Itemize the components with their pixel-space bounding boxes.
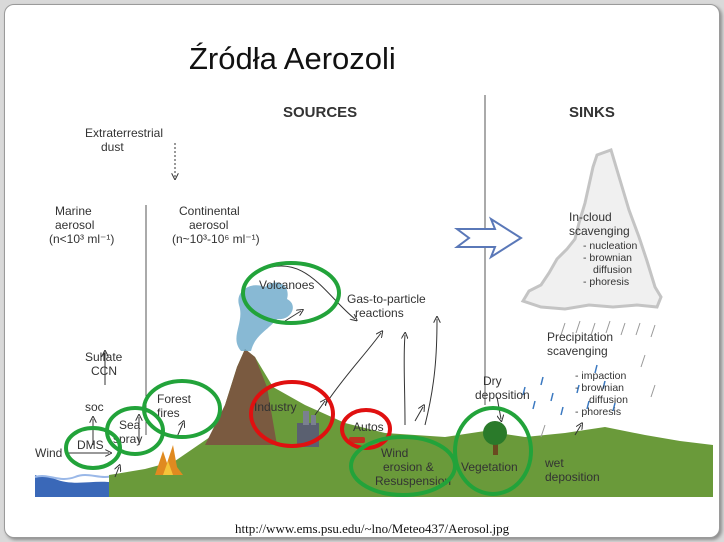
sea	[35, 475, 115, 497]
label-marine-aerosol: Marine	[55, 204, 92, 218]
svg-text:(n~10³-10⁶ ml⁻¹): (n~10³-10⁶ ml⁻¹)	[172, 232, 260, 246]
labels: Extraterrestrial dust Marine aerosol (n<…	[35, 126, 637, 488]
svg-text:- phoresis: - phoresis	[575, 406, 621, 418]
svg-text:- brownian: - brownian	[575, 382, 624, 394]
svg-text:- brownian: - brownian	[583, 252, 632, 264]
slide: Źródła Aerozoli SOURCES SINKS	[4, 4, 720, 538]
label-wind: Wind	[35, 446, 62, 460]
highlight-circles	[64, 261, 533, 497]
circle-industry	[249, 380, 335, 448]
aerosol-diagram: SOURCES SINKS	[34, 95, 713, 497]
label-in-cloud: In-cloud	[569, 210, 612, 224]
svg-text:dust: dust	[101, 140, 124, 154]
svg-text:aerosol: aerosol	[189, 218, 228, 232]
svg-text:diffusion: diffusion	[593, 264, 632, 276]
volcano	[205, 349, 277, 445]
source-url: http://www.ems.psu.edu/~lno/Meteo437/Aer…	[235, 521, 510, 536]
car	[349, 437, 365, 443]
wave	[34, 474, 116, 480]
label-industry: Industry	[254, 400, 297, 414]
label-sulfate-ccn: Sulfate	[85, 350, 123, 364]
svg-text:- impaction: - impaction	[575, 370, 627, 382]
label-vegetation: Vegetation	[461, 460, 518, 474]
sources-header: SOURCES	[283, 104, 357, 121]
svg-text:aerosol: aerosol	[55, 218, 94, 232]
label-volcanoes: Volcanoes	[259, 278, 314, 292]
circle-dms	[64, 426, 122, 470]
label-dry-deposition: Dry	[483, 374, 502, 388]
label-extraterrestrial: Extraterrestrial	[85, 126, 163, 140]
slide-title: Źródła Aerozoli	[189, 41, 396, 76]
label-soc: soc	[85, 400, 104, 414]
svg-text:Resuspension: Resuspension	[375, 474, 451, 488]
svg-text:CCN: CCN	[91, 364, 117, 378]
svg-text:diffusion: diffusion	[589, 394, 628, 406]
svg-text:deposition: deposition	[545, 470, 600, 484]
circle-sea-spray	[105, 406, 165, 456]
hollow-arrow	[454, 216, 523, 260]
svg-text:scavenging: scavenging	[547, 344, 608, 358]
svg-text:scavenging: scavenging	[569, 224, 630, 238]
circle-wind-erosion	[349, 435, 457, 497]
label-wind-erosion: Wind	[381, 446, 408, 460]
svg-text:fires: fires	[157, 406, 180, 420]
circle-vegetation	[453, 406, 533, 496]
rain-streaks	[540, 320, 656, 438]
circle-volcanoes	[241, 261, 341, 325]
circle-forest-fires	[142, 379, 222, 439]
svg-text:erosion &: erosion &	[383, 460, 434, 474]
svg-text:- phoresis: - phoresis	[583, 276, 629, 288]
circle-autos	[340, 408, 392, 450]
svg-text:(n<10³ ml⁻¹): (n<10³ ml⁻¹)	[49, 232, 114, 246]
label-continental-aerosol: Continental	[179, 204, 240, 218]
rain	[522, 364, 616, 416]
svg-text:- nucleation: - nucleation	[583, 240, 637, 252]
sinks-header: SINKS	[569, 104, 615, 121]
label-autos: Autos	[353, 420, 384, 434]
svg-text:reactions: reactions	[355, 306, 404, 320]
label-dms: DMS	[77, 438, 104, 452]
label-wet-deposition: wet	[544, 456, 564, 470]
svg-text:deposition: deposition	[475, 388, 530, 402]
label-precipitation: Precipitation	[547, 330, 613, 344]
fire	[155, 445, 183, 475]
tree-trunk	[493, 439, 498, 455]
tree-crown	[483, 421, 507, 445]
label-sea-spray: Sea	[119, 418, 141, 432]
cloud	[520, 148, 663, 311]
label-gas-to-particle: Gas-to-particle	[347, 292, 426, 306]
label-forest-fires: Forest	[157, 392, 192, 406]
